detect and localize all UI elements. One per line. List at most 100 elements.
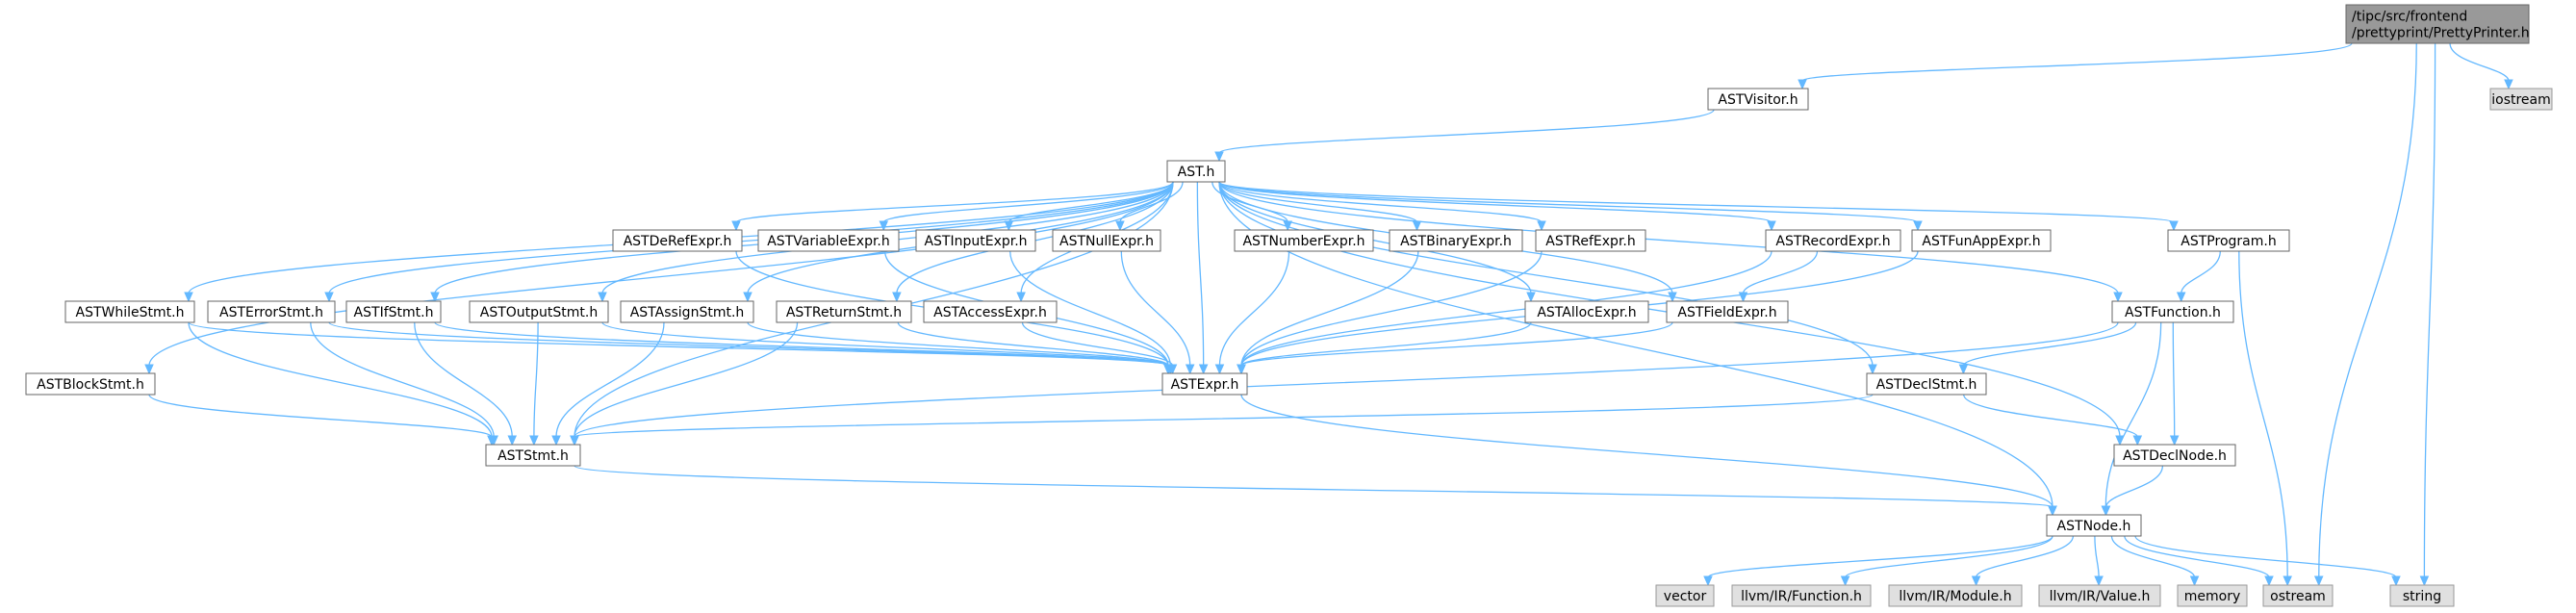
node-label: vector bbox=[1664, 589, 1707, 604]
arrowhead-icon bbox=[1185, 364, 1195, 375]
edge-pretty-printer-to-ast-visitor bbox=[1798, 42, 2353, 90]
node-ast-if-stmt[interactable]: ASTIfStmt.h bbox=[345, 300, 442, 323]
arrowhead-icon bbox=[487, 435, 497, 447]
edge-line bbox=[1962, 321, 2137, 367]
edge-line bbox=[2124, 535, 2270, 578]
node-ast-binary-expr[interactable]: ASTBinaryExpr.h bbox=[1389, 229, 1523, 252]
node-ast-function[interactable]: ASTFunction.h bbox=[2111, 300, 2234, 323]
node-label: memory bbox=[2184, 589, 2241, 604]
arrowhead-icon bbox=[2391, 575, 2401, 587]
node-label: ASTRecordExpr.h bbox=[1775, 234, 1890, 249]
node-box bbox=[1052, 229, 1161, 252]
node-ast-fun-app-expr[interactable]: ASTFunAppExpr.h bbox=[1911, 229, 2052, 252]
node-box bbox=[2345, 4, 2530, 44]
arrowhead-icon bbox=[1703, 575, 1713, 587]
arrowhead-icon bbox=[2504, 79, 2513, 90]
node-box bbox=[2046, 514, 2142, 537]
node-ast-null-expr[interactable]: ASTNullExpr.h bbox=[1052, 229, 1161, 252]
node-label: iostream bbox=[2491, 92, 2551, 108]
edge-line bbox=[2172, 321, 2176, 438]
node-ast-block-stmt[interactable]: ASTBlockStmt.h bbox=[25, 372, 156, 396]
node-ast-decl-node[interactable]: ASTDeclNode.h bbox=[2113, 444, 2236, 467]
node-ast-node[interactable]: ASTNode.h bbox=[2046, 514, 2142, 537]
edge-line bbox=[735, 181, 1174, 223]
node-ast-expr[interactable]: ASTExpr.h bbox=[1161, 372, 1248, 396]
node-ast-field-expr[interactable]: ASTFieldExpr.h bbox=[1666, 300, 1789, 323]
node-ostream: ostream bbox=[2262, 584, 2334, 607]
edge-ast-to-ast-alloc-expr bbox=[1218, 181, 1536, 303]
node-box bbox=[1707, 88, 1809, 111]
node-ast-program[interactable]: ASTProgram.h bbox=[2167, 229, 2290, 252]
node-label: ASTAccessExpr.h bbox=[933, 305, 1047, 320]
node-label: ASTDeclNode.h bbox=[2123, 448, 2227, 464]
arrowhead-icon bbox=[598, 292, 607, 303]
edge-ast-to-ast-fun-app-expr bbox=[1218, 181, 1923, 232]
node-ast-variable-expr[interactable]: ASTVariableExpr.h bbox=[757, 229, 900, 252]
edge-line bbox=[1218, 181, 2119, 294]
node-ast-stmt[interactable]: ASTStmt.h bbox=[485, 444, 581, 467]
node-ast-visitor[interactable]: ASTVisitor.h bbox=[1707, 88, 1809, 111]
edge-line bbox=[434, 321, 1169, 367]
node-box bbox=[1161, 372, 1248, 396]
arrowhead-icon bbox=[743, 292, 752, 303]
node-ast-record-expr[interactable]: ASTRecordExpr.h bbox=[1765, 229, 1901, 252]
node-pretty-printer[interactable]: /tipc/src/frontend/prettyprint/PrettyPri… bbox=[2345, 4, 2530, 44]
node-box bbox=[1666, 300, 1789, 323]
node-ast-output-stmt[interactable]: ASTOutputStmt.h bbox=[469, 300, 609, 323]
arrowhead-icon bbox=[1167, 364, 1178, 375]
node-llvm-value: llvm/IR/Value.h bbox=[2038, 584, 2161, 607]
edge-line bbox=[1021, 321, 1174, 367]
node-label: ASTBinaryExpr.h bbox=[1400, 234, 1512, 249]
edge-line bbox=[1742, 250, 1819, 294]
node-ast-alloc-expr[interactable]: ASTAllocExpr.h bbox=[1524, 300, 1649, 323]
arrowhead-icon bbox=[144, 364, 154, 375]
arrowhead-icon bbox=[430, 292, 440, 303]
node-label: ASTStmt.h bbox=[497, 448, 569, 464]
edge-ast-to-ast-variable-expr bbox=[879, 181, 1174, 232]
arrowhead-icon bbox=[1237, 364, 1246, 375]
node-string: string bbox=[2389, 584, 2455, 607]
edge-line bbox=[1218, 181, 1874, 367]
node-label: llvm/IR/Module.h bbox=[1899, 589, 2011, 604]
edge-line bbox=[1196, 181, 1205, 367]
arrowhead-icon bbox=[2169, 220, 2179, 232]
arrowhead-icon bbox=[2264, 575, 2274, 587]
node-label: ASTNode.h bbox=[2057, 519, 2131, 534]
arrowhead-icon bbox=[1971, 575, 1981, 587]
edge-ast-expr-to-ast-node bbox=[1240, 394, 2057, 517]
arrowhead-icon bbox=[324, 292, 334, 303]
edge-ast-if-stmt-to-ast-stmt bbox=[414, 321, 518, 447]
edge-ast-block-stmt-to-ast-stmt bbox=[148, 394, 497, 447]
node-ast-number-expr[interactable]: ASTNumberExpr.h bbox=[1234, 229, 1374, 252]
arrowhead-icon bbox=[1016, 292, 1026, 303]
edge-line bbox=[1240, 250, 1773, 367]
node-label: AST.h bbox=[1178, 165, 1215, 180]
node-ast-return-stmt[interactable]: ASTReturnStmt.h bbox=[776, 300, 912, 323]
node-label: /tipc/src/frontend bbox=[2352, 10, 2467, 25]
arrowhead-icon bbox=[1868, 364, 1877, 375]
edge-line bbox=[148, 181, 1174, 367]
node-label: ASTWhileStmt.h bbox=[76, 305, 185, 320]
edge-line bbox=[2449, 42, 2510, 82]
edge-ast-function-to-ast-decl-stmt bbox=[1958, 321, 2137, 375]
node-label: ASTInputExpr.h bbox=[924, 234, 1027, 249]
node-llvm-module: llvm/IR/Module.h bbox=[1888, 584, 2023, 607]
edge-ast-to-ast-block-stmt bbox=[144, 181, 1174, 375]
node-ast-decl-stmt[interactable]: ASTDeclStmt.h bbox=[1866, 372, 1987, 396]
edge-line bbox=[1218, 250, 1290, 367]
edge-line bbox=[414, 321, 513, 438]
node-label: ASTFieldExpr.h bbox=[1677, 305, 1776, 320]
node-ast[interactable]: AST.h bbox=[1166, 160, 1226, 183]
node-box bbox=[2489, 88, 2553, 111]
node-ast-error-stmt[interactable]: ASTErrorStmt.h bbox=[207, 300, 336, 323]
node-ast-assign-stmt[interactable]: ASTAssignStmt.h bbox=[620, 300, 754, 323]
edge-ast-to-ast-expr bbox=[1196, 181, 1209, 375]
node-ast-ref-expr[interactable]: ASTRefExpr.h bbox=[1535, 229, 1646, 252]
node-label: ASTVisitor.h bbox=[1718, 92, 1798, 108]
arrowhead-icon bbox=[529, 435, 539, 447]
node-ast-input-expr[interactable]: ASTInputExpr.h bbox=[915, 229, 1036, 252]
node-box bbox=[612, 229, 743, 252]
node-ast-access-expr[interactable]: ASTAccessExpr.h bbox=[923, 300, 1058, 323]
node-ast-while-stmt[interactable]: ASTWhileStmt.h bbox=[64, 300, 195, 323]
node-ast-de-ref-expr[interactable]: ASTDeRefExpr.h bbox=[612, 229, 743, 252]
